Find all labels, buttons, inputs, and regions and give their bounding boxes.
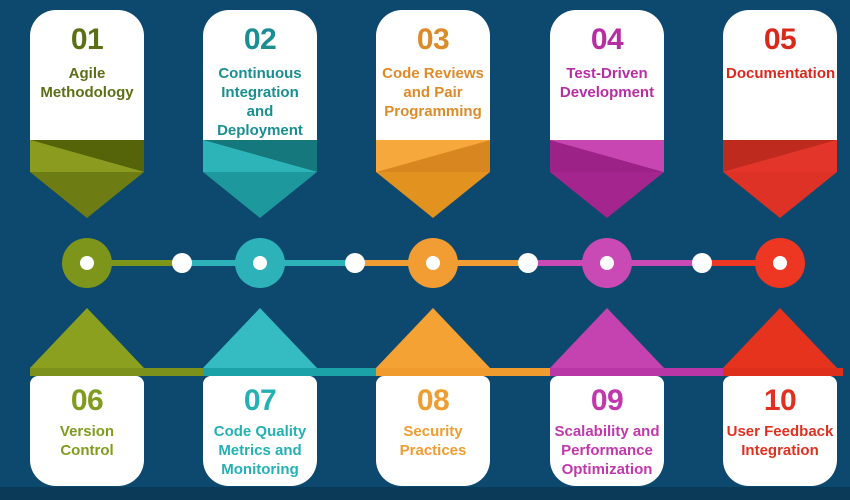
card-06-strip [30, 368, 203, 376]
card-02: 02 Continuous Integration and Deployment [203, 10, 317, 140]
timeline-segment-1 [87, 260, 182, 266]
card-01-number: 01 [70, 23, 104, 56]
card-07-pointer-triangle [203, 308, 317, 368]
timeline-node-01-dot [80, 256, 94, 270]
timeline-node-05 [755, 238, 805, 288]
timeline-node-02 [235, 238, 285, 288]
card-04-title: Test-Driven Development [559, 65, 655, 101]
card-08-number: 08 [416, 384, 450, 417]
timeline-connector-dot-1 [172, 253, 192, 273]
timeline-connector-dot-4 [692, 253, 712, 273]
card-04-number: 04 [590, 23, 624, 56]
card-06-title: Version Control [59, 423, 115, 459]
timeline-node-04-dot [600, 256, 614, 270]
card-08-strip [376, 368, 550, 376]
card-02-title: Continuous Integration and Deployment [217, 65, 303, 139]
card-02-band [203, 140, 317, 172]
card-05: 05 Documentation [723, 10, 837, 140]
card-03-number: 03 [416, 23, 450, 56]
card-01: 01 Agile Methodology [30, 10, 144, 140]
card-07-title: Code Quality Metrics and Monitoring [213, 423, 307, 478]
timeline-connector-dot-2 [345, 253, 365, 273]
card-07-strip [203, 368, 376, 376]
card-06: 06 Version Control [30, 376, 144, 486]
card-08: 08 Security Practices [376, 376, 490, 486]
timeline-node-03 [408, 238, 458, 288]
card-01-pointer-triangle [30, 172, 144, 218]
card-06-number: 06 [70, 384, 104, 417]
timeline-node-05-dot [773, 256, 787, 270]
card-10-title: User Feedback Integration [726, 423, 834, 459]
timeline-node-01 [62, 238, 112, 288]
card-03: 03 Code Reviews and Pair Programming [376, 10, 490, 140]
card-09-number: 09 [590, 384, 624, 417]
footer-band [0, 487, 850, 500]
card-05-pointer-triangle [723, 172, 837, 218]
card-08-pointer-triangle [376, 308, 490, 368]
card-03-pointer-triangle [376, 172, 490, 218]
card-10-strip [723, 368, 843, 376]
card-01-title: Agile Methodology [40, 65, 134, 101]
card-05-number: 05 [763, 23, 797, 56]
card-05-band [723, 140, 837, 172]
card-09-pointer-triangle [550, 308, 664, 368]
timeline-node-04 [582, 238, 632, 288]
card-03-band [376, 140, 490, 172]
timeline-node-03-dot [426, 256, 440, 270]
card-08-title: Security Practices [399, 423, 467, 459]
card-10-pointer-triangle [723, 308, 837, 368]
card-02-number: 02 [243, 23, 277, 56]
card-04: 04 Test-Driven Development [550, 10, 664, 140]
timeline-segment-5 [702, 260, 780, 266]
card-09: 09 Scalability and Performance Optimizat… [550, 376, 664, 486]
card-07-number: 07 [243, 384, 277, 417]
card-10: 10 User Feedback Integration [723, 376, 837, 486]
card-09-strip [550, 368, 723, 376]
card-04-band [550, 140, 664, 172]
card-10-number: 10 [763, 384, 797, 417]
card-09-title: Scalability and Performance Optimization [554, 423, 660, 478]
card-01-band [30, 140, 144, 172]
timeline-connector-dot-3 [518, 253, 538, 273]
card-05-title: Documentation [726, 65, 836, 82]
card-02-pointer-triangle [203, 172, 317, 218]
timeline-node-02-dot [253, 256, 267, 270]
card-07: 07 Code Quality Metrics and Monitoring [203, 376, 317, 486]
card-06-pointer-triangle [30, 308, 144, 368]
card-04-pointer-triangle [550, 172, 664, 218]
card-03-title: Code Reviews and Pair Programming [382, 65, 484, 120]
